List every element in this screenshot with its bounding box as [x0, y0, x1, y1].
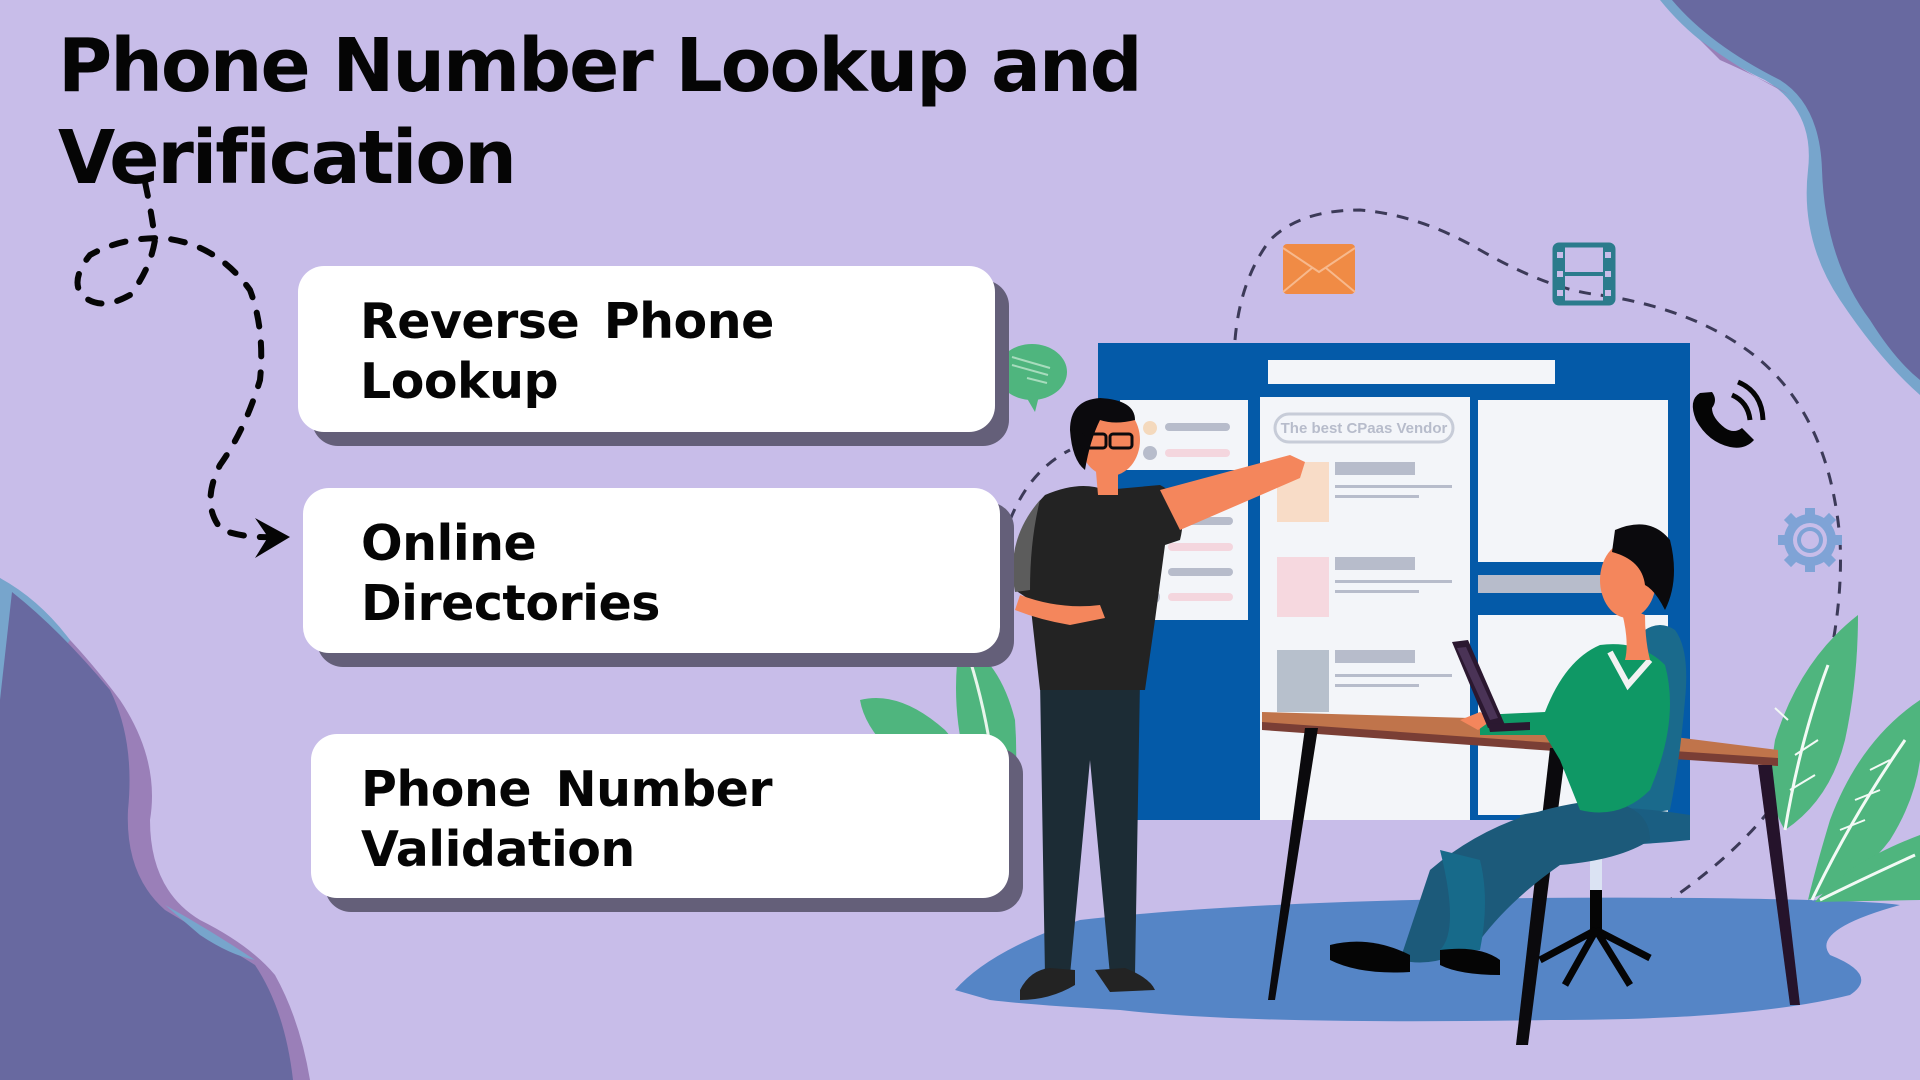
card-label-line2: Directories	[361, 575, 660, 632]
dashed-arrow-path	[74, 179, 273, 541]
gear-icon	[1778, 508, 1842, 572]
seated-person	[1330, 524, 1674, 975]
board-banner-text: The best CPaas Vendor	[1281, 420, 1448, 437]
bottom-left-blob	[0, 578, 310, 1080]
card-label-line2: Lookup	[360, 353, 559, 410]
card-body: Online Directories	[303, 488, 1000, 653]
laptop-icon	[1452, 640, 1530, 732]
standing-person	[1012, 398, 1305, 1000]
card-online-directories: Online Directories	[303, 488, 1014, 667]
film-icon	[1552, 242, 1616, 306]
page-title: Phone Number Lookup and Verification	[58, 23, 1143, 201]
envelope-icon	[1282, 244, 1356, 294]
card-label-line1: Phone Number	[361, 761, 773, 818]
phone-call-icon	[1692, 379, 1766, 448]
card-label: Phone Number Validation	[361, 760, 921, 880]
plant-right	[1771, 615, 1920, 902]
card-label: Online Directories	[361, 514, 921, 634]
chat-bubble-icon	[997, 344, 1067, 412]
card-body: Reverse Phone Lookup	[298, 266, 995, 432]
top-right-blob	[1660, 0, 1920, 395]
card-phone-number-validation: Phone Number Validation	[311, 734, 1023, 912]
card-label: Reverse Phone Lookup	[360, 292, 920, 412]
card-label-line1: Reverse Phone	[360, 293, 774, 350]
card-reverse-phone-lookup: Reverse Phone Lookup	[298, 266, 1009, 446]
arrow-head-icon	[255, 518, 290, 558]
card-body: Phone Number Validation	[311, 734, 1009, 898]
card-label-line2: Validation	[361, 821, 635, 878]
card-label-line1: Online	[361, 515, 537, 572]
